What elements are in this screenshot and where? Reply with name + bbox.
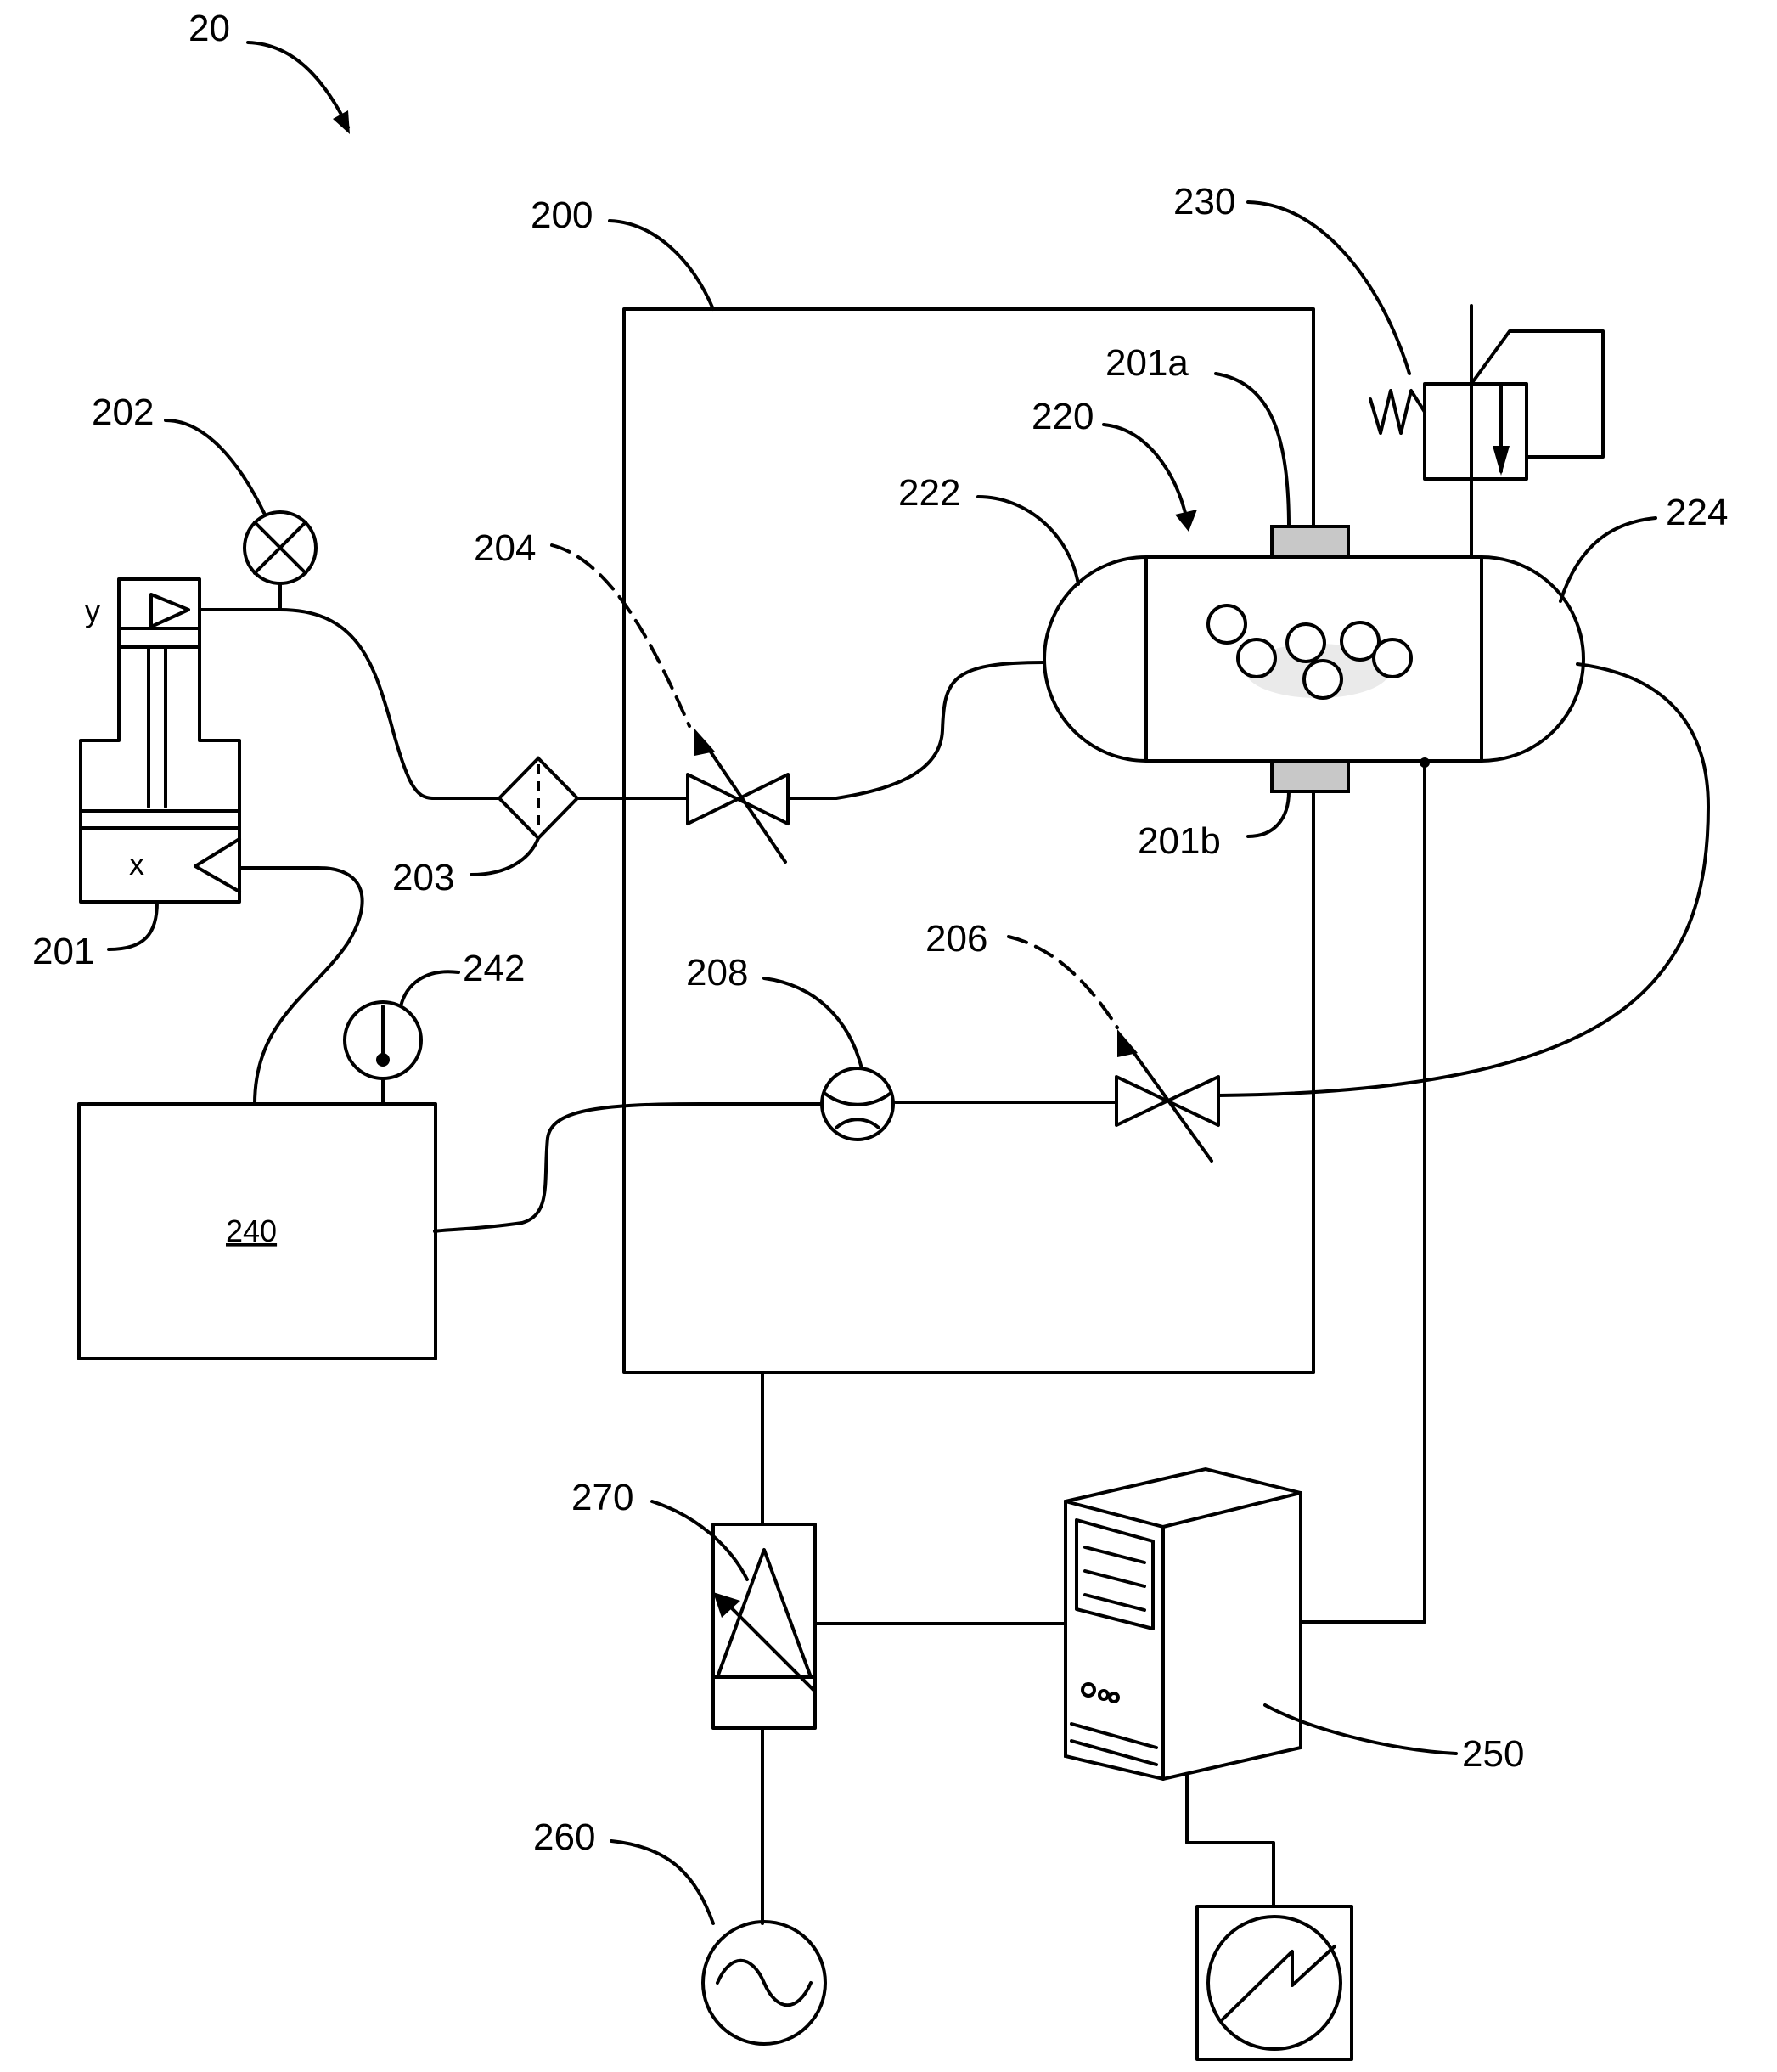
leader-201b <box>1248 791 1289 836</box>
junction-dot <box>1420 757 1430 768</box>
label-224: 224 <box>1666 492 1728 533</box>
leader-201 <box>109 902 157 949</box>
pressure-vessel-icon <box>1044 526 1583 791</box>
label-201: 201 <box>32 931 94 972</box>
label-250: 250 <box>1462 1733 1524 1775</box>
leader-260 <box>611 1841 713 1923</box>
pressure-gauge-icon <box>345 1002 421 1104</box>
label-20: 20 <box>188 8 230 49</box>
leader-220 <box>1104 425 1187 520</box>
flow-meter-icon <box>822 1068 893 1140</box>
leader-200 <box>610 221 713 309</box>
label-202: 202 <box>92 391 154 433</box>
amplifier-icon <box>713 1524 815 1728</box>
leader-20 <box>248 42 348 127</box>
label-208: 208 <box>686 952 748 994</box>
mark-y: y <box>85 594 100 628</box>
arrowhead-220 <box>1175 510 1197 532</box>
label-270: 270 <box>571 1477 633 1518</box>
label-203: 203 <box>392 857 454 898</box>
leader-224 <box>1560 518 1656 601</box>
label-260: 260 <box>533 1816 595 1858</box>
supply-unit-text: 240 <box>226 1213 277 1248</box>
leader-222 <box>978 497 1078 584</box>
indicator-lamp-icon <box>245 512 316 610</box>
leader-204 <box>552 545 689 726</box>
leader-206 <box>1009 937 1117 1028</box>
line-computer-generator <box>1187 1775 1274 1906</box>
line-actuator-supply <box>239 868 363 1104</box>
relief-valve-icon <box>1370 306 1603 557</box>
adjustable-valve-icon <box>688 729 788 862</box>
filter-icon <box>499 758 577 838</box>
leader-208 <box>764 978 862 1068</box>
leader-230 <box>1248 202 1409 374</box>
line-flowmeter-supply <box>435 1104 822 1231</box>
label-206: 206 <box>925 918 987 960</box>
adjustable-valve-icon <box>1116 1029 1218 1161</box>
mark-x: x <box>129 847 144 881</box>
label-242: 242 <box>463 948 525 989</box>
ac-source-icon <box>703 1922 825 2044</box>
label-201b: 201b <box>1138 820 1221 862</box>
label-230: 230 <box>1173 181 1235 222</box>
label-200: 200 <box>531 194 593 236</box>
line-actuator-filter <box>200 610 501 798</box>
leader-201a <box>1216 374 1289 526</box>
label-204: 204 <box>474 527 536 569</box>
leader-203 <box>471 838 538 875</box>
label-201a: 201a <box>1105 342 1189 384</box>
label-222: 222 <box>898 472 960 514</box>
computer-tower-icon <box>1066 1469 1301 1779</box>
leader-242 <box>401 971 458 1006</box>
leader-270 <box>652 1501 747 1579</box>
leader-202 <box>166 420 265 515</box>
line-valve204-vessel <box>788 662 1044 798</box>
actuator-201: y x <box>81 579 239 902</box>
signal-generator-icon <box>1197 1906 1352 2059</box>
label-220: 220 <box>1032 396 1094 437</box>
line-vessel-computer <box>1301 761 1425 1622</box>
